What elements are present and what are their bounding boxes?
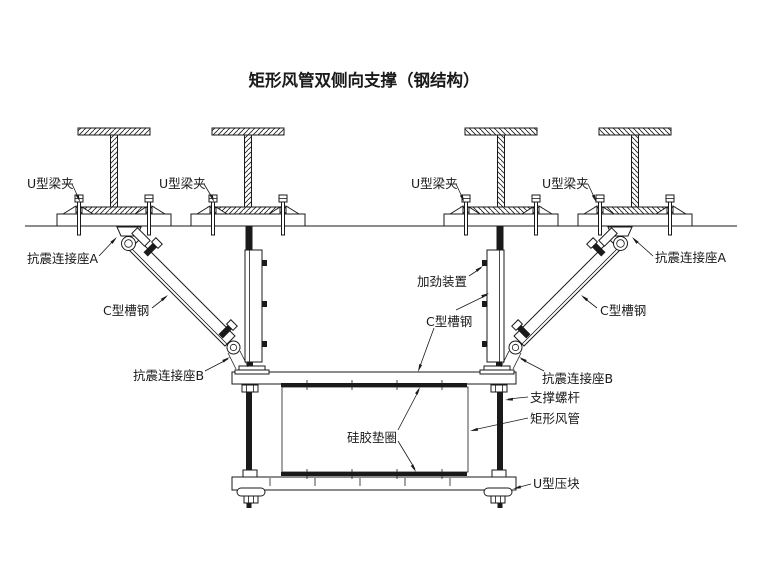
page-title: 矩形风管双侧向支撑（钢结构）: [249, 70, 480, 90]
label-text: 矩形风管: [530, 411, 580, 426]
vertical-channel-left: [244, 249, 268, 373]
label-text: C型槽钢: [426, 314, 472, 329]
vertical-channel-right: [481, 249, 505, 373]
washer-stack-left: [234, 365, 270, 375]
label-support-rod: 支撑螺杆: [505, 390, 581, 405]
label-text: U型梁夹: [27, 176, 74, 191]
label-u-beam-clamp-1: U型梁夹: [27, 176, 80, 202]
washer-stack-right: [479, 365, 515, 375]
label-u-block: U型压块: [513, 476, 580, 491]
label-text: C型槽钢: [600, 303, 646, 318]
u-block-right: [483, 487, 513, 509]
label-u-beam-clamp-2: U型梁夹: [159, 176, 214, 202]
i-beam-2: [190, 127, 306, 236]
label-text: 抗震连接座A: [655, 250, 727, 265]
label-text: U型梁夹: [159, 176, 206, 191]
label-rect-duct: 矩形风管: [470, 411, 580, 431]
label-text: U型梁夹: [411, 176, 458, 191]
hanger-rod-left: [245, 226, 253, 251]
label-seismic-seat-a-left: 抗震连接座A: [27, 237, 117, 266]
u-block-left: [236, 487, 266, 509]
gasket-top: [281, 383, 467, 387]
label-text: 硅胶垫圈: [347, 430, 397, 445]
label-text: 抗震连接座B: [133, 368, 204, 383]
hanger-rod-right: [496, 226, 504, 251]
bottom-horizontal-channel: [231, 476, 517, 491]
channel-slot-marks: [269, 478, 451, 486]
diagonal-brace-left: [116, 226, 249, 370]
i-beam-1: [56, 127, 172, 236]
label-text: 抗震连接座B: [542, 371, 613, 386]
label-c-channel-right: C型槽钢: [581, 295, 646, 318]
label-u-beam-clamp-4: U型梁夹: [542, 176, 596, 202]
label-text: C型槽钢: [103, 303, 149, 318]
label-seismic-seat-b-right: 抗震连接座B: [519, 357, 613, 386]
gasket-ticks: [306, 380, 443, 479]
diagonal-brace-right: [500, 226, 633, 370]
label-seismic-seat-a-right: 抗震连接座A: [632, 237, 727, 265]
label-seismic-seat-b-left: 抗震连接座B: [133, 357, 230, 383]
support-rod-right: [490, 384, 508, 478]
label-text: U型梁夹: [542, 176, 589, 191]
label-text: 支撑螺杆: [530, 390, 581, 405]
label-text: 抗震连接座A: [27, 251, 99, 266]
label-c-channel-middle: C型槽钢: [418, 293, 489, 372]
label-text: 加劲装置: [417, 274, 467, 289]
label-u-beam-clamp-3: U型梁夹: [411, 176, 464, 202]
label-text: U型压块: [533, 476, 580, 491]
gasket-bottom: [281, 472, 467, 476]
i-beam-4: [577, 127, 693, 236]
i-beam-3: [443, 127, 559, 236]
label-c-channel-left: C型槽钢: [103, 295, 168, 318]
label-silicone-gasket: 硅胶垫圈: [347, 387, 420, 472]
top-horizontal-channel: [231, 371, 517, 385]
label-stiffening-device: 加劲装置: [417, 266, 483, 289]
support-rod-left: [241, 384, 259, 478]
